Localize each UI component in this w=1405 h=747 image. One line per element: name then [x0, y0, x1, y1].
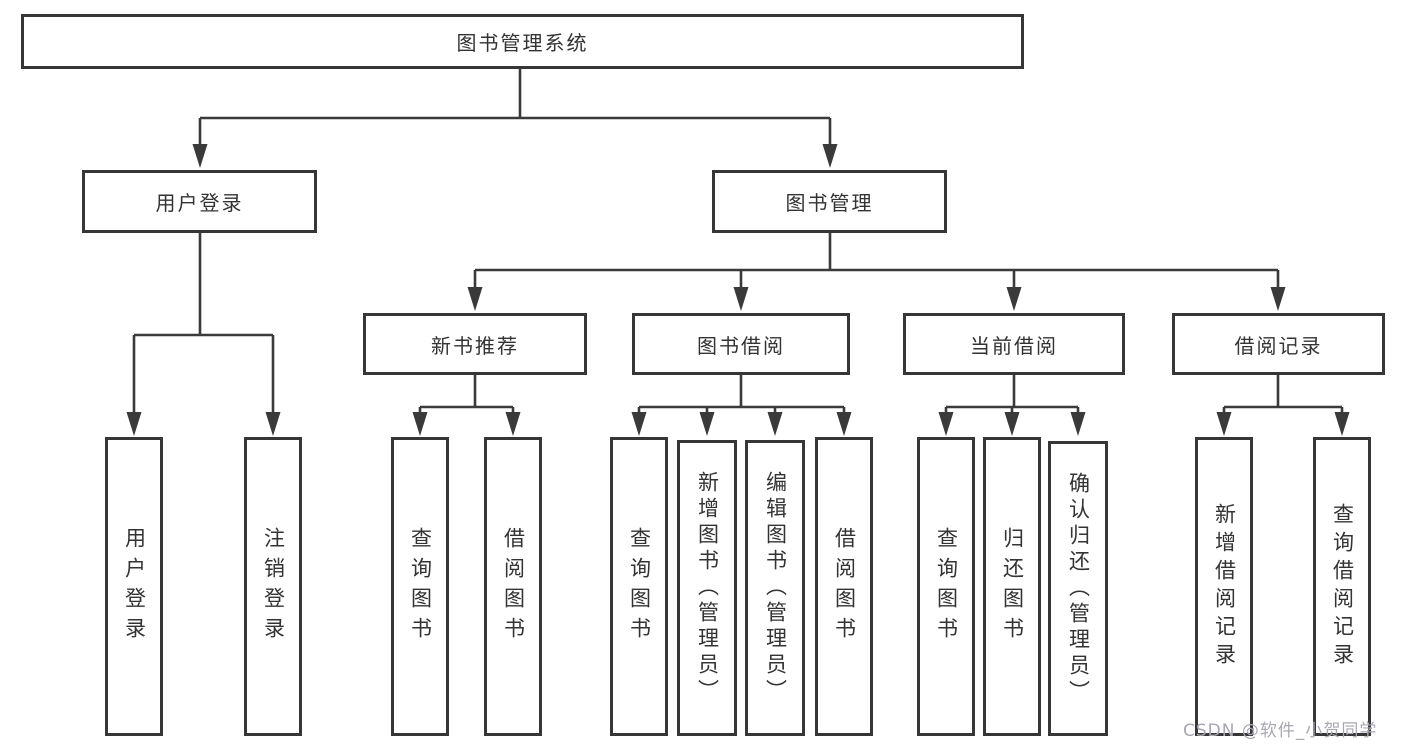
leaf-borrow-books-1: 借阅图书 [484, 437, 542, 736]
leaf-query-books-1: 查询图书 [391, 437, 449, 736]
node-current-borrowing: 当前借阅 [903, 313, 1125, 375]
leaf-borrow-books-2: 借阅图书 [815, 437, 873, 736]
leaf-query-books-2: 查询图书 [610, 437, 668, 736]
arrowhead [1270, 287, 1286, 311]
arrowhead [699, 412, 715, 436]
connector-user-login-children [126, 233, 281, 436]
connector-book-borrowing-children [631, 375, 852, 436]
arrowhead [467, 287, 483, 311]
node-user-login: 用户登录 [82, 170, 317, 233]
node-new-book-recommend: 新书推荐 [363, 313, 587, 375]
arrowhead [1070, 412, 1086, 436]
arrowhead [1334, 412, 1350, 436]
node-book-borrowing: 图书借阅 [632, 313, 850, 375]
leaf-edit-book-admin: 编辑图书（管理员） [745, 440, 805, 736]
connector-current-borrowing-children [938, 375, 1086, 436]
arrowhead [412, 412, 428, 436]
arrowhead [1004, 412, 1020, 436]
arrowhead [631, 412, 647, 436]
arrowhead [265, 412, 281, 436]
leaf-query-borrow-record: 查询借阅记录 [1313, 437, 1371, 736]
leaf-add-borrow-record: 新增借阅记录 [1195, 437, 1253, 736]
leaf-return-book: 归还图书 [983, 437, 1041, 736]
arrowhead [767, 412, 783, 436]
node-book-management: 图书管理 [712, 170, 947, 233]
connector-root-to-level2 [192, 69, 838, 168]
arrowhead [836, 412, 852, 436]
connector-book-management-children [467, 233, 1286, 311]
leaf-add-book-admin: 新增图书（管理员） [677, 440, 737, 736]
arrowhead [126, 412, 142, 436]
arrowhead [822, 144, 838, 168]
arrowhead [192, 144, 208, 168]
arrowhead [1216, 412, 1232, 436]
arrowhead [733, 287, 749, 311]
leaf-query-books-3: 查询图书 [917, 437, 975, 736]
connector-borrowing-records-children [1216, 375, 1350, 436]
leaf-logout: 注销登录 [244, 437, 302, 736]
connector-new-book-recommend-children [412, 375, 521, 436]
node-library-management-system: 图书管理系统 [21, 14, 1024, 69]
arrowhead [1006, 287, 1022, 311]
leaf-user-login: 用户登录 [105, 437, 163, 736]
node-borrowing-records: 借阅记录 [1172, 313, 1385, 375]
watermark-text: CSDN @软件_小贺同学 [1183, 721, 1378, 741]
arrowhead [938, 412, 954, 436]
leaf-confirm-return-admin: 确认归还（管理员） [1048, 441, 1108, 736]
arrowhead [505, 412, 521, 436]
